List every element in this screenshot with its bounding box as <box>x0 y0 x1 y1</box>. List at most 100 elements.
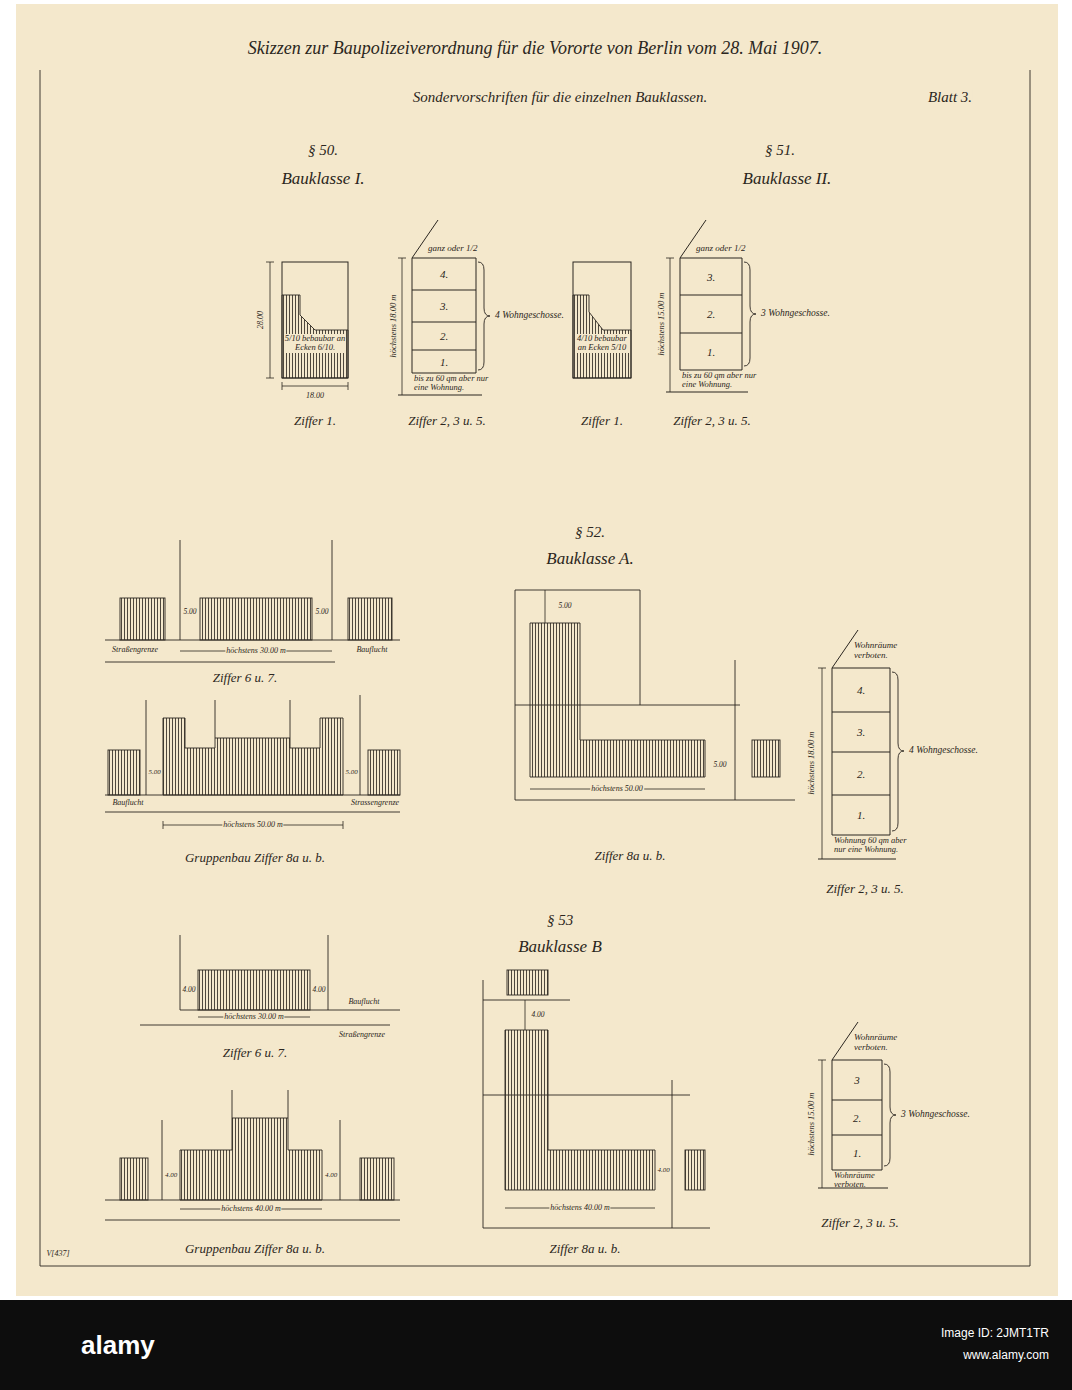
dimension-line <box>398 258 406 395</box>
lot-plan: 5/10 bebaubar an Ecken 6/10. <box>282 262 348 378</box>
lot-outline <box>573 262 631 378</box>
lot-line <box>483 980 710 1228</box>
dimension-line <box>818 668 826 859</box>
building-footprint <box>752 740 780 777</box>
building-footprint <box>180 1118 322 1200</box>
storey-number: 4. <box>412 268 476 280</box>
lot-plan: 4/10 bebaubar an Ecken 5/10 <box>573 262 631 378</box>
section-line <box>476 258 477 373</box>
building-footprint <box>360 1158 394 1200</box>
section-line <box>412 350 476 351</box>
figure-caption: Ziffer 6 u. 7. <box>212 671 279 684</box>
dimension-label: 4.00 <box>311 986 326 994</box>
section-line <box>412 258 476 259</box>
dimension-line <box>163 821 343 829</box>
section-line <box>666 392 748 393</box>
storey-number: 3. <box>832 726 890 738</box>
storey-note: 3 Wohngeschosse. <box>900 1110 971 1120</box>
storey-note: 4 Wohngeschosse. <box>494 311 565 321</box>
ground-note: Wohnräume verboten. <box>834 1171 902 1190</box>
dimension-line <box>666 258 674 392</box>
dimension-line <box>530 590 705 789</box>
dimension-label: 4.00 <box>530 1011 545 1019</box>
section-line <box>832 1100 882 1101</box>
sheet-frame <box>40 70 1030 1266</box>
figure-caption: Ziffer 2, 3 u. 5. <box>820 1216 900 1229</box>
sheet-note: V[437] <box>45 1250 70 1258</box>
line-label: Bauflucht <box>111 799 144 807</box>
figure-caption: Ziffer 2, 3 u. 5. <box>672 414 752 427</box>
section-heading: Sondervorschriften für die einzelnen Bau… <box>412 90 709 105</box>
dimension-label: 4.00 <box>656 1167 670 1174</box>
storey-number: 1. <box>832 1146 882 1158</box>
section-line <box>412 258 413 373</box>
dimension-label: höchstens 30.00 m <box>223 1013 284 1021</box>
roof-note: Wohnräume verboten. <box>854 1033 904 1053</box>
building-footprint <box>505 1030 655 1190</box>
section-line <box>818 859 896 860</box>
storey-number: 3. <box>412 300 476 312</box>
paragraph-number: § 53 <box>546 913 574 928</box>
lot-line <box>140 935 400 1025</box>
storey-number: 2. <box>832 767 890 779</box>
section-line <box>832 668 890 669</box>
dimension-label: 5.00 <box>314 608 329 616</box>
dimension-label: höchstens 40.00 m <box>220 1205 281 1213</box>
figure-caption: Ziffer 8a u. b. <box>548 1242 621 1255</box>
line-label: Strassengrenze <box>350 799 400 807</box>
storey-number: 1. <box>832 809 890 821</box>
dimension-label: 4.00 <box>164 1172 178 1179</box>
dimension-label: höchstens 18.00 m <box>389 293 398 358</box>
building-footprint <box>348 598 392 640</box>
building-footprint <box>200 598 312 640</box>
dimension-line <box>505 1000 655 1208</box>
storey-number: 4. <box>832 684 890 696</box>
section-line <box>398 395 482 396</box>
storey-number: 2. <box>680 308 742 320</box>
dimension-line <box>282 382 348 390</box>
lot-line <box>105 540 795 1228</box>
watermark-text: www.alamy.com <box>962 1349 1050 1361</box>
dimension-label: 5.00 <box>182 608 197 616</box>
building-footprint <box>507 970 548 995</box>
dimension-label: 4.00 <box>324 1172 338 1179</box>
building-footprint <box>108 750 140 795</box>
building-section: ganz oder 1/24.3.2.1.bis zu 60 qm aber n… <box>412 220 476 395</box>
section-heading: Bauklasse I. <box>280 170 365 187</box>
section-line <box>412 322 476 323</box>
dimension-label: höchstens 15.00 m <box>807 1091 816 1156</box>
dimension-label: 18.00 <box>305 392 325 400</box>
footer-bar <box>0 1300 1072 1390</box>
watermark-text: Image ID: 2JMT1TR <box>940 1327 1050 1339</box>
section-line <box>832 752 890 753</box>
section-line <box>882 1060 883 1170</box>
section-heading: Bauklasse B <box>517 938 603 955</box>
section-line <box>832 1060 833 1170</box>
dimension-line <box>266 262 274 378</box>
dimension-label: höchstens 40.00 m <box>549 1204 610 1212</box>
watermark-text: alamy <box>80 1332 156 1358</box>
building-footprint <box>685 1150 705 1190</box>
sheet-frame <box>40 70 1030 1266</box>
storey-number: 3. <box>680 270 742 282</box>
storey-number: 1. <box>412 355 476 367</box>
building-footprint <box>198 970 310 1010</box>
section-line <box>832 712 890 713</box>
section-line <box>680 295 742 296</box>
dimension-label: 5.00 <box>557 602 572 610</box>
building-footprint <box>368 750 400 795</box>
storey-brace <box>884 1064 896 1166</box>
figure-caption: Ziffer 6 u. 7. <box>222 1046 289 1059</box>
ground-note: bis zu 60 qm aber nur eine Wohnung. <box>682 371 762 390</box>
sheet-note: Blatt 3. <box>927 90 973 105</box>
section-line <box>680 258 681 370</box>
lot-note: 4/10 bebaubar an Ecken 5/10 <box>575 334 629 353</box>
dimension-label: höchstens 50.00 m <box>222 821 283 829</box>
building-section: Wohnräume verboten.32.1.Wohnräume verbot… <box>832 1022 882 1188</box>
figure-caption: Gruppenbau Ziffer 8a u. b. <box>184 851 326 864</box>
storey-brace <box>744 262 756 366</box>
section-line <box>680 333 742 334</box>
